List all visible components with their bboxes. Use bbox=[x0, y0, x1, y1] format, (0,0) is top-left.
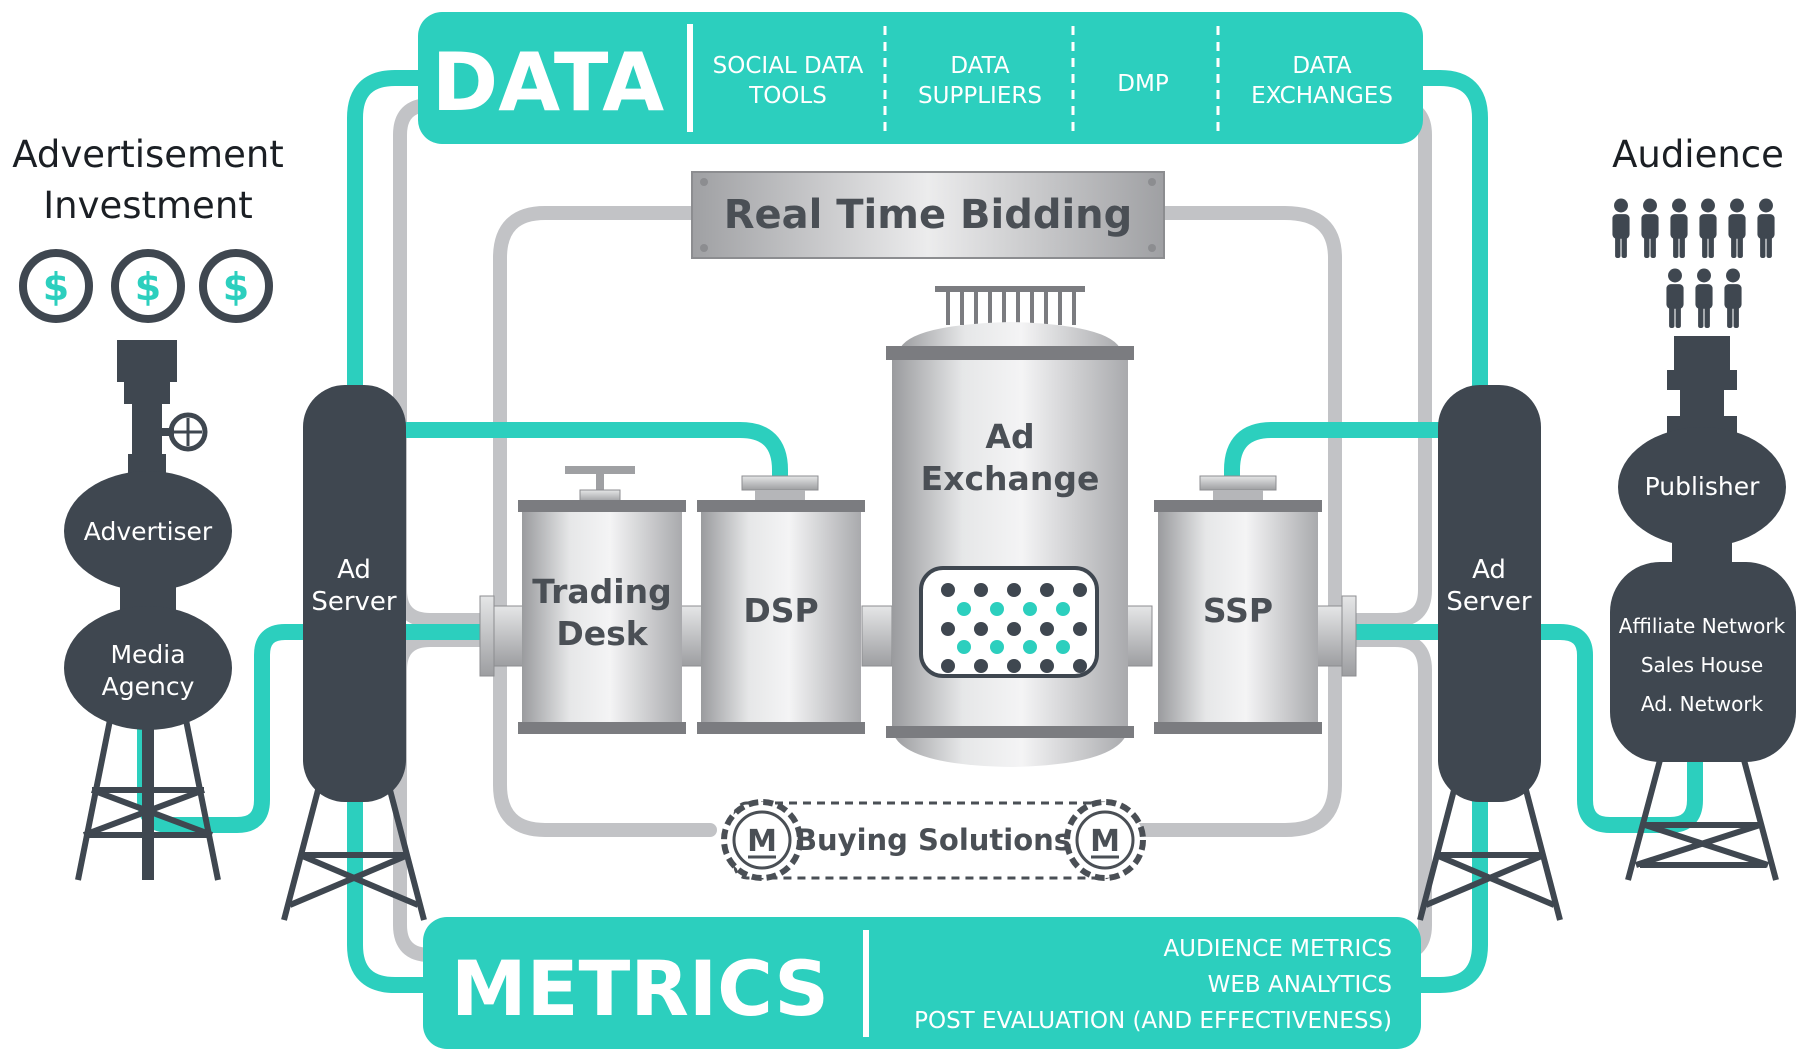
dollar-coin-symbol: $ bbox=[43, 265, 69, 309]
dsp-label: DSP bbox=[743, 591, 818, 630]
media-agency-node bbox=[64, 606, 232, 730]
publisher-node bbox=[1618, 427, 1786, 547]
rtb-plate-background bbox=[691, 171, 1165, 259]
right-side: Audience Publisher bbox=[1417, 133, 1796, 921]
dsp-tank: DSP bbox=[697, 475, 865, 734]
data-item-social-data-line2: TOOLS bbox=[748, 83, 827, 109]
dollar-coin-icon bbox=[19, 249, 93, 323]
metrics-bar-background bbox=[423, 917, 1421, 1049]
data-title: DATA bbox=[432, 36, 664, 129]
right-ad-server-tower bbox=[1417, 789, 1563, 921]
audience-heading: Audience bbox=[1612, 133, 1784, 176]
metrics-title: METRICS bbox=[451, 944, 829, 1033]
ad-exchange-tank: Ad Exchange bbox=[886, 286, 1134, 767]
person-icon bbox=[1670, 198, 1688, 258]
person-icon bbox=[1695, 268, 1713, 328]
ssp-tank: SSP bbox=[1154, 475, 1322, 734]
ssp-label: SSP bbox=[1203, 591, 1273, 630]
left-ad-server-tower bbox=[281, 789, 427, 921]
left-ad-server bbox=[303, 385, 406, 802]
person-icon bbox=[1641, 198, 1659, 258]
trading-desk-label-line1: Trading bbox=[532, 572, 671, 611]
right-ad-server-label-line2: Server bbox=[1446, 587, 1532, 617]
advertiser-tower bbox=[75, 719, 221, 881]
channel-ad-network: Ad. Network bbox=[1641, 692, 1764, 716]
person-icon bbox=[1724, 268, 1742, 328]
channel-sales-house: Sales House bbox=[1641, 653, 1763, 677]
right-ad-server-label-line1: Ad bbox=[1472, 555, 1506, 585]
machine: Trading Desk DSP bbox=[479, 286, 1357, 767]
publisher-network-tank bbox=[1610, 562, 1796, 762]
data-item-exchanges: DATA bbox=[1292, 53, 1352, 79]
dollar-coin-icon bbox=[199, 249, 273, 323]
rtb-plate: Real Time Bidding bbox=[691, 171, 1165, 259]
person-icon bbox=[1612, 198, 1630, 258]
metrics-item-post-evaluation: POST EVALUATION (AND EFFECTIVENESS) bbox=[914, 1008, 1392, 1034]
buying-badge-left: M bbox=[747, 824, 777, 859]
dollar-coin-symbol: $ bbox=[223, 265, 249, 309]
media-agency-label-line2: Agency bbox=[102, 672, 195, 701]
buying-badge-right: M bbox=[1090, 824, 1120, 859]
data-bar: DATA SOCIAL DATA TOOLS DATA SUPPLIERS DM… bbox=[418, 12, 1423, 144]
metrics-item-web-analytics: WEB ANALYTICS bbox=[1208, 972, 1392, 998]
data-item-suppliers-line2: SUPPLIERS bbox=[918, 83, 1042, 109]
publisher-label: Publisher bbox=[1645, 472, 1760, 501]
buying-solutions: M M Buying Solutions bbox=[721, 799, 1146, 881]
data-item-social-data: SOCIAL DATA bbox=[713, 53, 864, 79]
channel-affiliate-network: Affiliate Network bbox=[1619, 614, 1786, 638]
left-side: Advertisement Investment $ $ $ bbox=[12, 133, 427, 921]
advertiser-node bbox=[64, 471, 232, 591]
data-bar-background bbox=[418, 12, 1423, 144]
metrics-bar: METRICS AUDIENCE METRICS WEB ANALYTICS P… bbox=[423, 917, 1421, 1049]
advertisement-heading-line2: Investment bbox=[43, 184, 253, 227]
data-item-suppliers: DATA bbox=[950, 53, 1010, 79]
right-ad-server bbox=[1438, 385, 1541, 802]
dollar-coin-icon bbox=[111, 249, 185, 323]
advertiser-valve bbox=[117, 340, 177, 479]
trading-desk-tank: Trading Desk bbox=[518, 466, 686, 734]
audience-people-icons bbox=[1612, 198, 1775, 328]
publisher-tower bbox=[1625, 759, 1779, 881]
person-icon bbox=[1699, 198, 1717, 258]
left-ad-server-label-line2: Server bbox=[311, 587, 397, 617]
dollar-coin-symbol: $ bbox=[135, 265, 161, 309]
person-icon bbox=[1666, 268, 1684, 328]
buying-solutions-label: Buying Solutions bbox=[795, 823, 1071, 857]
advertisement-heading-line1: Advertisement bbox=[12, 133, 284, 176]
ad-exchange-label-line2: Exchange bbox=[921, 459, 1100, 498]
data-item-exchanges-line2: EXCHANGES bbox=[1251, 83, 1393, 109]
metrics-item-audience: AUDIENCE METRICS bbox=[1163, 936, 1392, 962]
person-icon bbox=[1757, 198, 1775, 258]
media-agency-label-line1: Media bbox=[110, 640, 185, 669]
person-icon bbox=[1728, 198, 1746, 258]
ad-exchange-label-line1: Ad bbox=[985, 417, 1034, 456]
left-ad-server-label-line1: Ad bbox=[337, 555, 371, 585]
trading-desk-label-line2: Desk bbox=[556, 614, 648, 653]
rtb-label: Real Time Bidding bbox=[724, 192, 1133, 238]
coin-icons: $ $ $ bbox=[19, 249, 273, 323]
data-item-dmp: DMP bbox=[1117, 71, 1169, 97]
advertiser-label: Advertiser bbox=[84, 517, 213, 546]
